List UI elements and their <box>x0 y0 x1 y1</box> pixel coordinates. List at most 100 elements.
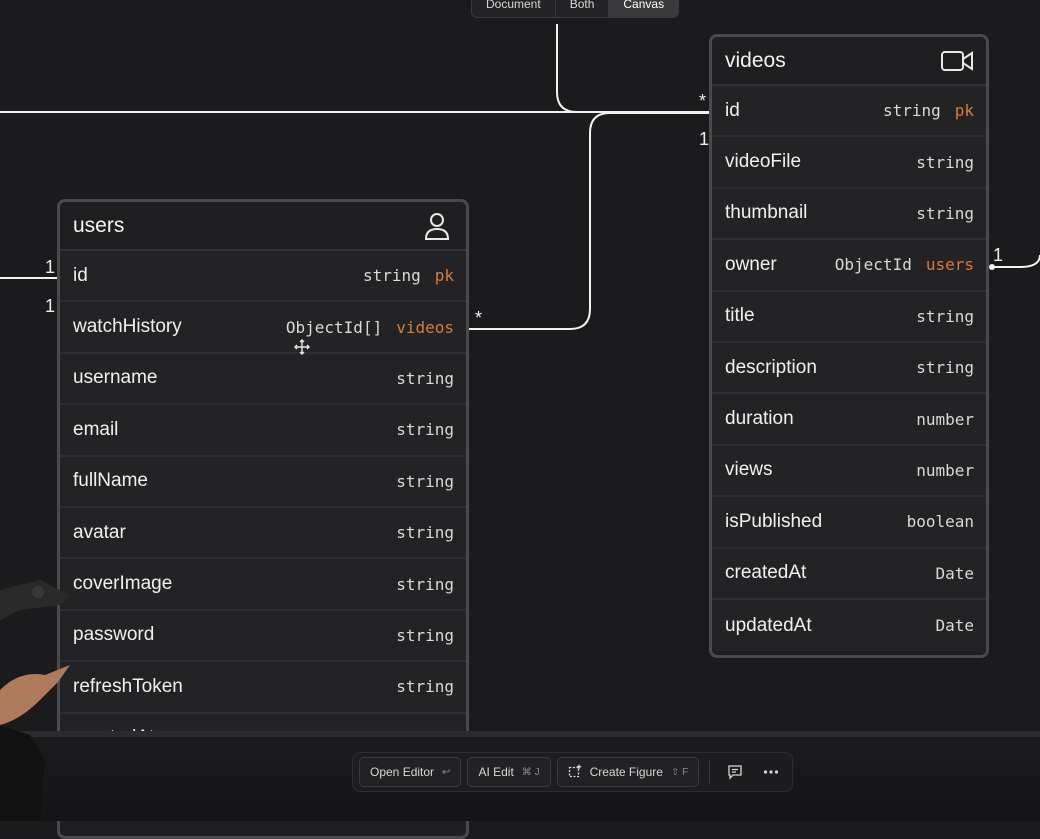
field-type: ObjectId[] <box>285 317 383 337</box>
field-name: fullName <box>73 470 148 492</box>
create-figure-button[interactable]: Create Figure ⇧ F <box>556 757 700 787</box>
field-type: Date <box>935 616 974 636</box>
view-mode-switch[interactable]: Document Both Canvas <box>471 0 680 18</box>
field-type-group: Date <box>935 616 974 635</box>
field-name: thumbnail <box>725 202 808 224</box>
cardinality-videos-id-many: * <box>699 91 707 111</box>
entity-header[interactable]: videos <box>712 37 986 86</box>
field-name: email <box>73 418 119 440</box>
field-type-group: string <box>396 626 454 645</box>
field-name: refreshToken <box>73 675 183 697</box>
field-row[interactable]: title string <box>712 291 986 343</box>
field-row[interactable]: thumbnail string <box>712 188 986 241</box>
comment-icon[interactable] <box>720 758 750 786</box>
field-type-group: boolean <box>907 512 974 531</box>
cardinality-videos-id-one-b: 1 <box>699 129 710 149</box>
connector-top-curve <box>556 24 578 113</box>
field-row[interactable]: duration number <box>712 394 986 446</box>
open-editor-label: Open Editor <box>370 765 435 779</box>
field-type: string <box>396 420 454 440</box>
video-camera-icon <box>940 46 974 76</box>
field-type-group: string <box>916 358 974 377</box>
more-icon[interactable] <box>756 758 786 786</box>
field-type: string <box>916 306 974 326</box>
view-option-both[interactable]: Both <box>556 0 610 17</box>
user-icon <box>420 211 454 241</box>
field-type-group: string <box>396 677 454 696</box>
presenter-video-overlay <box>0 580 70 821</box>
field-name: title <box>725 305 755 327</box>
field-type-group: ObjectId[] videos <box>286 318 454 337</box>
field-name: videoFile <box>725 151 802 173</box>
create-figure-icon <box>568 764 582 781</box>
field-row[interactable]: videoFile string <box>712 137 986 189</box>
field-name: avatar <box>73 521 126 543</box>
field-row[interactable]: refreshToken string <box>60 662 466 714</box>
field-type-group: string <box>916 204 974 223</box>
field-row[interactable]: coverImage string <box>60 559 466 611</box>
field-row[interactable]: isPublished boolean <box>712 497 986 549</box>
field-type-group: string <box>916 153 974 172</box>
field-name: id <box>725 99 740 121</box>
cardinality-watchhistory-many: * <box>475 308 483 328</box>
entity-header[interactable]: users <box>60 202 466 251</box>
field-type-group: number <box>916 461 974 480</box>
field-type-group: string <box>916 307 974 326</box>
open-editor-shortcut: ↩ <box>442 766 451 778</box>
ai-edit-label: AI Edit <box>478 765 514 779</box>
field-type: string <box>396 368 454 388</box>
entity-title: videos <box>725 48 786 72</box>
primary-key-badge: pk <box>434 266 454 286</box>
field-type: string <box>396 574 454 594</box>
field-row[interactable]: watchHistory ObjectId[] videos <box>60 302 466 354</box>
field-type-group: string <box>396 472 454 491</box>
field-type: number <box>916 409 974 429</box>
ai-edit-button[interactable]: AI Edit ⌘ J <box>467 757 551 787</box>
field-type: number <box>916 460 974 480</box>
field-name: password <box>73 624 155 646</box>
move-cursor-icon <box>294 339 310 355</box>
field-row[interactable]: password string <box>60 610 466 663</box>
field-type-group: number <box>916 410 974 429</box>
foreign-key-ref[interactable]: users <box>925 255 974 275</box>
field-row[interactable]: email string <box>60 405 466 457</box>
field-name: isPublished <box>725 510 823 532</box>
field-type: string <box>396 471 454 491</box>
field-name: coverImage <box>73 573 173 595</box>
field-type-group: string <box>396 369 454 388</box>
foreign-key-ref[interactable]: videos <box>396 317 454 337</box>
cardinality-videos-owner-one: 1 <box>993 245 1004 265</box>
field-name: watchHistory <box>73 316 182 338</box>
entity-title: users <box>73 213 125 237</box>
field-type: string <box>396 523 454 543</box>
open-editor-button[interactable]: Open Editor ↩ <box>359 757 462 787</box>
view-option-canvas[interactable]: Canvas <box>609 0 679 17</box>
view-option-document[interactable]: Document <box>472 0 556 17</box>
field-row[interactable]: updatedAt Date <box>712 599 986 652</box>
field-type: string <box>882 101 941 121</box>
field-name: duration <box>725 408 794 430</box>
field-type: string <box>396 677 454 697</box>
create-figure-shortcut: ⇧ F <box>670 766 689 778</box>
field-type-group: string <box>396 523 454 542</box>
connector-watchhistory-videos <box>462 112 714 330</box>
ai-edit-shortcut: ⌘ J <box>521 766 540 778</box>
field-type-group: string <box>396 575 454 594</box>
create-figure-label: Create Figure <box>589 765 663 779</box>
toolbar-separator <box>709 760 711 784</box>
field-row[interactable]: avatar string <box>60 507 466 560</box>
field-name: updatedAt <box>725 614 812 636</box>
field-row[interactable]: fullName string <box>60 456 466 508</box>
field-type: string <box>916 152 974 172</box>
field-type: boolean <box>906 512 974 532</box>
